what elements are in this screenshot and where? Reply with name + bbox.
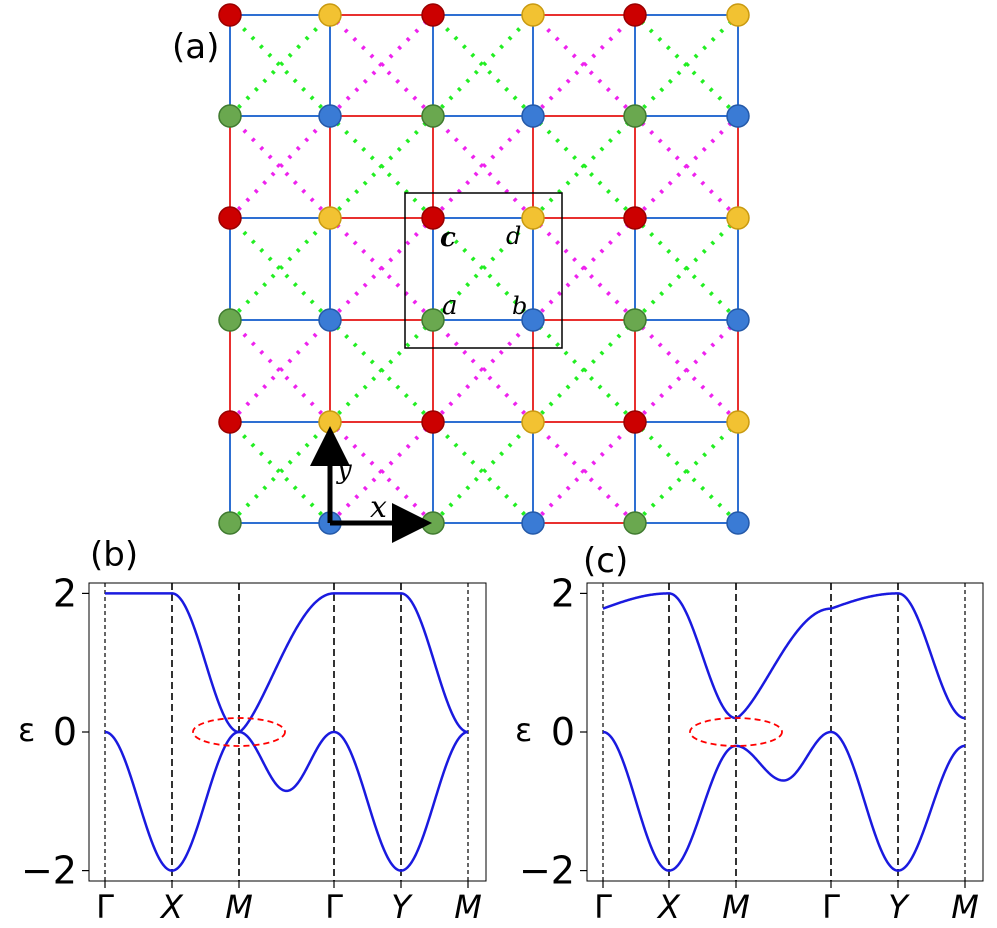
x-tick-label: Γ: [325, 888, 343, 926]
lattice-site: [421, 104, 445, 128]
diag-hopping: [328, 216, 435, 322]
diag-hopping: [328, 318, 435, 424]
lattice-site: [726, 206, 750, 230]
lattice-site: [421, 206, 445, 230]
diagonal-hoppings: [228, 13, 740, 525]
lattice-site: [421, 3, 445, 27]
lattice-site: [623, 410, 647, 434]
x-tick-label: M: [225, 888, 253, 926]
lattice-site: [623, 104, 647, 128]
x-tick-label: X: [159, 888, 184, 926]
lattice-site: [521, 410, 545, 434]
lattice-site: [521, 206, 545, 230]
diag-hopping: [633, 13, 740, 118]
lattice-site: [521, 3, 545, 27]
lattice-site: [218, 3, 242, 27]
band-upper: [105, 592, 469, 734]
y-tick-label: 2: [53, 571, 77, 615]
panel-b-label: (b): [90, 535, 138, 575]
lattice-panel: (a) a b c d y x: [172, 3, 750, 543]
unit-cell-box: [404, 192, 563, 349]
y-tick-label: −2: [519, 849, 575, 893]
lattice-site: [726, 104, 750, 128]
site-label-b: b: [512, 292, 527, 320]
lattice-bonds: [229, 14, 739, 524]
diag-hopping: [633, 318, 740, 424]
lattice-site: [318, 308, 342, 332]
diag-hopping: [531, 216, 637, 322]
chart-b-ylabel: ε: [18, 711, 35, 749]
band-upper: [602, 592, 966, 720]
lattice-site: [726, 410, 750, 434]
lattice-site: [318, 104, 342, 128]
diag-hopping: [328, 114, 435, 220]
x-tick-label: Γ: [96, 888, 114, 926]
x-tick-label: M: [722, 888, 750, 926]
lattice-site: [726, 3, 750, 27]
lattice-site: [218, 206, 242, 230]
x-tick-label: M: [951, 888, 979, 926]
lattice-site: [318, 206, 342, 230]
band-chart-b: (b) ε −2 0 2Γ X M Γ Y M: [18, 535, 487, 926]
lattice-site: [726, 511, 750, 535]
x-tick-label: Y: [888, 888, 910, 926]
y-tick-label: 0: [551, 710, 575, 754]
lattice-site: [421, 308, 445, 332]
lattice-site: [318, 3, 342, 27]
x-axis-label: x: [370, 490, 387, 525]
diag-hopping: [531, 114, 637, 220]
lattice-site: [521, 511, 545, 535]
lattice-site: [318, 410, 342, 434]
x-tick-label: X: [656, 888, 681, 926]
lattice-site: [623, 206, 647, 230]
lattice-site: [218, 410, 242, 434]
panel-a-label: (a): [172, 27, 219, 67]
band-lower: [104, 730, 469, 872]
x-tick-label: Γ: [822, 888, 840, 926]
panel-c-label: (c): [583, 541, 628, 581]
lattice-site: [421, 410, 445, 434]
x-tick-label: Γ: [594, 888, 612, 926]
band-chart-c: (c) ε −2 0 2Γ X M Γ Y M: [515, 541, 984, 926]
lattice-site: [521, 104, 545, 128]
lattice-site: [218, 308, 242, 332]
diag-hopping: [633, 420, 740, 525]
x-tick-label: M: [454, 888, 482, 926]
dirac-ellipse: [192, 717, 286, 747]
diag-hopping: [328, 13, 435, 118]
site-label-c: c: [440, 223, 456, 253]
y-tick-label: −2: [21, 849, 77, 893]
lattice-site: [623, 308, 647, 332]
lattice-site: [421, 511, 445, 535]
diag-hopping: [633, 216, 740, 322]
site-label-a: a: [442, 291, 458, 321]
diag-hopping: [633, 114, 740, 220]
chart-c-ylabel: ε: [515, 711, 532, 749]
diag-hopping: [531, 318, 637, 424]
site-label-d: d: [506, 222, 521, 250]
lattice-site: [726, 308, 750, 332]
y-tick-label: 2: [551, 571, 575, 615]
lattice-site: [623, 511, 647, 535]
y-axis-label: y: [336, 455, 352, 485]
dirac-ellipse: [689, 717, 783, 747]
x-tick-label: Y: [391, 888, 413, 926]
lattice-site: [218, 511, 242, 535]
y-tick-label: 0: [53, 710, 77, 754]
lattice-site: [218, 104, 242, 128]
lattice-site: [623, 3, 647, 27]
band-lower: [602, 730, 966, 872]
lattice-site: [521, 308, 545, 332]
